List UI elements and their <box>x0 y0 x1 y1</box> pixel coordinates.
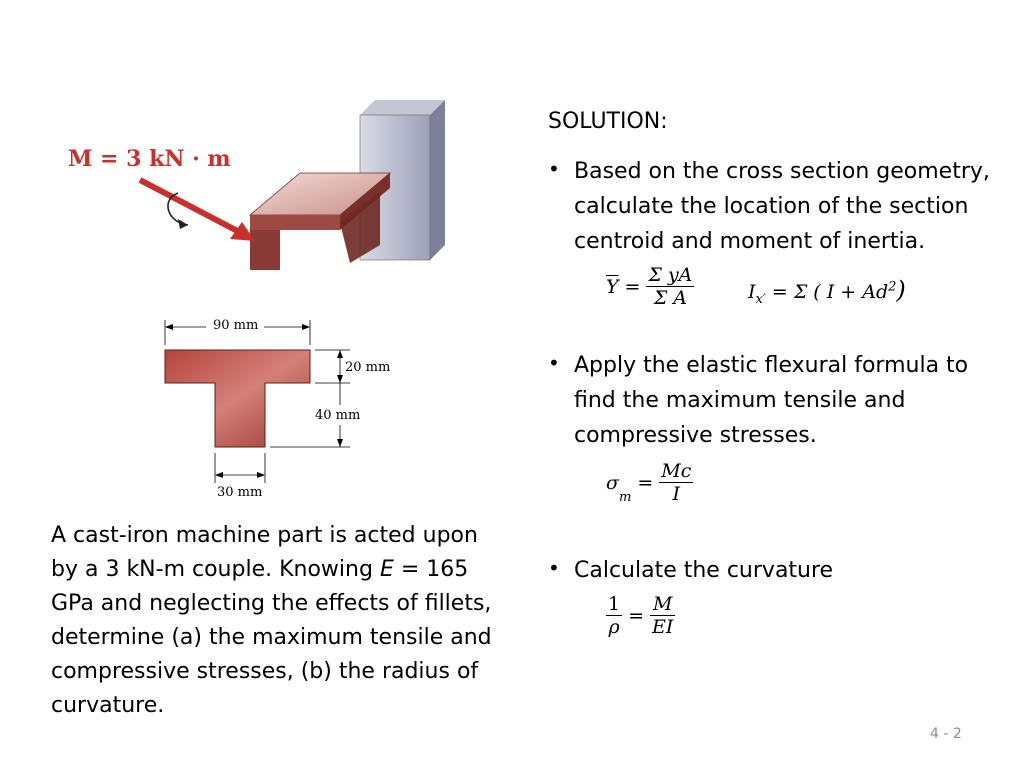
sigma-lhs: σ <box>606 471 619 494</box>
sigma-denominator: I <box>672 483 681 505</box>
dim-flange-label: 20 mm <box>345 360 391 375</box>
bullet-2: Apply the elastic flexural formula to fi… <box>574 353 969 448</box>
equation-curvature: 1 ρ = M EI <box>606 593 676 638</box>
beam <box>248 172 392 270</box>
ybar-fraction: Σ yA Σ A <box>646 264 695 309</box>
t-section-figure <box>164 320 350 483</box>
bullet-dot-2: • <box>548 351 560 375</box>
curvature-numerator: 1 <box>606 593 623 616</box>
curvature-right-fraction: M EI <box>650 593 676 638</box>
ix-rhs: = Σ ( I + Ad <box>771 281 889 303</box>
cantilever-figure <box>138 100 445 270</box>
bullet-1: Based on the cross section geometry, cal… <box>574 159 990 254</box>
dim-web-height-label: 40 mm <box>315 408 361 423</box>
t-section-shape <box>164 349 311 448</box>
curvature-left-fraction: 1 ρ <box>606 593 623 638</box>
curvature-right-denominator: EI <box>652 616 674 638</box>
ybar-numerator: Σ yA <box>646 264 695 287</box>
ybar-denominator: Σ A <box>653 287 688 309</box>
solution-heading: SOLUTION: <box>548 109 668 134</box>
ybar-lhs: Y <box>606 275 619 298</box>
curvature-right-numerator: M <box>650 593 676 616</box>
moment-arrow <box>138 177 255 241</box>
sigma-sub: m <box>618 490 632 505</box>
ix-close: ) <box>896 276 906 304</box>
sigma-numerator: Mc <box>659 460 694 483</box>
problem-statement: A cast-iron machine part is acted upon b… <box>51 519 501 723</box>
ix-sup: 2 <box>888 279 897 295</box>
bullet-dot-3: • <box>548 556 560 580</box>
equation-centroid: Y = Σ yA Σ A <box>606 264 695 309</box>
bullet-dot-1: • <box>548 157 560 181</box>
bullet-3: Calculate the curvature <box>574 558 834 583</box>
curvature-denominator: ρ <box>608 616 620 638</box>
dim-top-label: 90 mm <box>213 318 259 333</box>
equation-moment-of-inertia: Ix′ = Σ ( I + Ad2) <box>748 276 906 307</box>
ix-lhs: I <box>748 281 756 303</box>
sigma-fraction: Mc I <box>659 460 694 505</box>
problem-text-e: E <box>379 557 394 582</box>
moment-label: M = 3 kN · m <box>68 146 231 172</box>
ix-sub: x′ <box>755 291 766 307</box>
dim-web-width-label: 30 mm <box>217 485 263 500</box>
page-number: 4 - 2 <box>930 726 962 742</box>
problem-text-2: = 165 GPa and neglecting the effects of … <box>51 557 492 718</box>
problem-text-1: A cast-iron machine part is acted upon b… <box>51 523 478 582</box>
